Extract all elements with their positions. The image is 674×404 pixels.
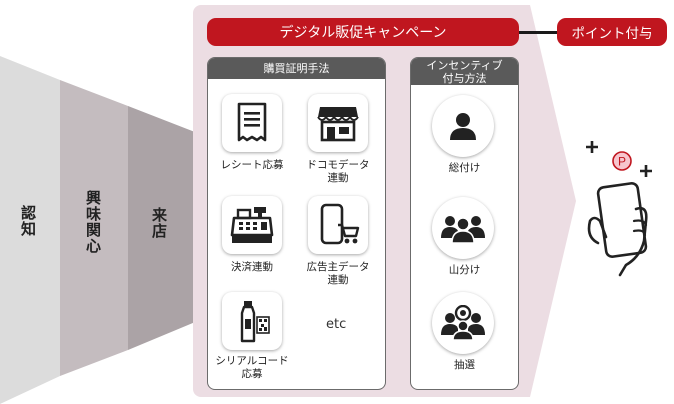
funnel-stage-visit: [128, 106, 200, 350]
etc-label: etc: [326, 317, 347, 332]
point-coin-icon: [612, 151, 632, 171]
bottle-qr-icon: [240, 301, 270, 343]
flat-grant-circle: [432, 95, 494, 157]
store-icon: [317, 107, 359, 142]
hand-phone-icon: P: [586, 141, 652, 277]
lottery-label: 抽選: [454, 359, 475, 371]
banner-connector-line: [519, 31, 559, 34]
group-icon: [441, 216, 485, 244]
incentive-methods-title-line2: 付与方法: [442, 71, 487, 85]
cash-register-icon: [230, 207, 274, 243]
lottery-circle: [432, 292, 494, 354]
campaign-title: デジタル販促キャンペーン: [279, 25, 447, 41]
receipt-tile: [222, 94, 282, 152]
smartphone-cart-icon: [320, 203, 360, 245]
lottery-group-icon: [441, 305, 485, 341]
campaign-arrow-head: [520, 5, 576, 397]
advertiser-data-label: 広告主データ 連動: [306, 261, 370, 286]
incentive-methods-header: インセンティブ 付与方法: [411, 58, 518, 85]
campaign-title-banner: デジタル販促キャンペーン: [207, 18, 519, 46]
advertiser-data-tile: [308, 196, 368, 254]
serial-code-tile: [222, 292, 282, 350]
smartphone-shape: [596, 182, 648, 258]
stage-label-visit: 来店: [150, 207, 168, 239]
receipt-label: レシート応募: [220, 159, 284, 171]
payment-link-label: 決済連動: [231, 261, 273, 273]
flat-grant-label: 総付け: [448, 162, 481, 174]
purchase-methods-title: 購買証明手法: [263, 62, 330, 75]
funnel-stage-awareness: [0, 56, 60, 404]
point-grant-label: ポイント付与: [571, 26, 653, 42]
split-circle: [432, 197, 494, 259]
point-coin-letter: P: [618, 155, 626, 169]
incentive-methods-title-line1: インセンティブ: [426, 58, 503, 72]
funnel-stage-interest: [60, 80, 128, 376]
receipt-icon: [237, 102, 267, 142]
single-person-icon: [450, 113, 476, 140]
stage-label-awareness: 認知: [19, 205, 37, 237]
hand-shape: [587, 206, 648, 277]
docomo-data-label: ドコモデータ 連動: [306, 159, 370, 184]
stage-label-interest: 興味関心: [84, 190, 102, 254]
store-tile: [308, 94, 368, 152]
cash-register-tile: [222, 196, 282, 254]
funnel-diagram: [0, 56, 200, 404]
point-grant-badge: ポイント付与: [557, 18, 667, 46]
purchase-methods-header: 購買証明手法: [208, 58, 385, 79]
split-label: 山分け: [448, 264, 481, 276]
serial-code-label: シリアルコード 応募: [215, 355, 289, 380]
